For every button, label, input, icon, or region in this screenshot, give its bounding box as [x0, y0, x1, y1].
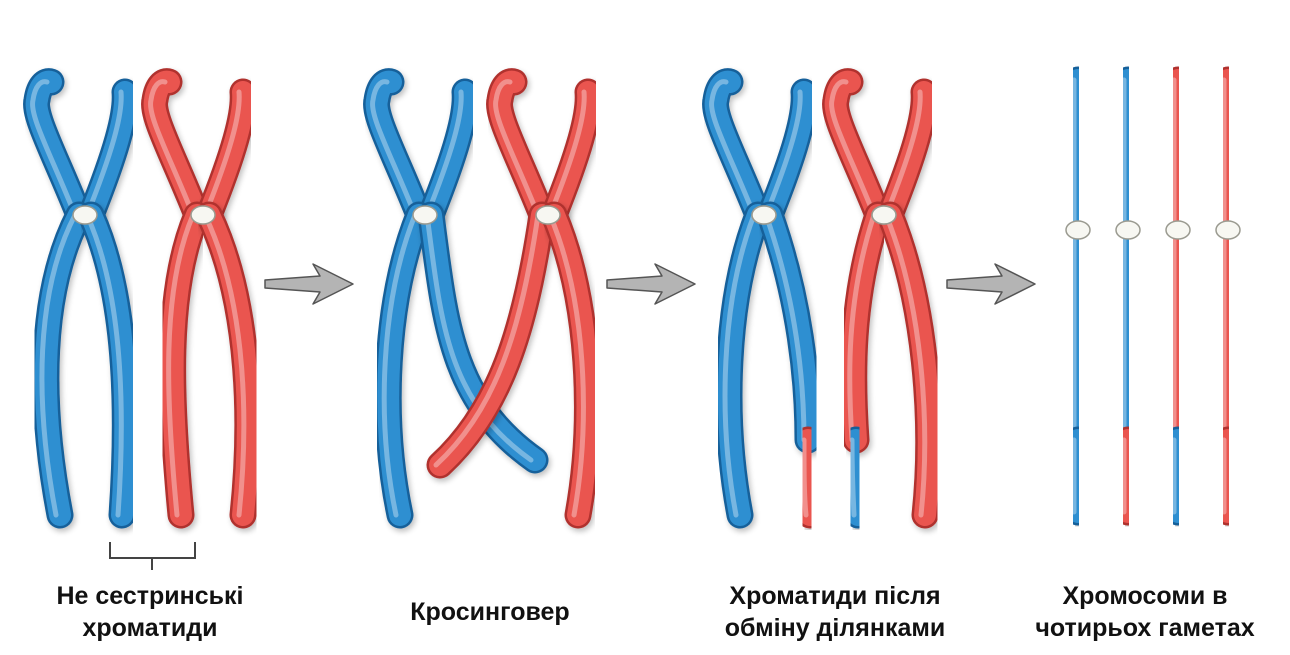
- caption-stage-1: Не сестринські хроматиди: [20, 580, 280, 644]
- caption-stage-4-line-2: чотирьох гаметах: [1020, 612, 1270, 644]
- caption-stage-1-line-1: Не сестринські: [20, 580, 280, 612]
- gamete-chromosome-4-centromere: [1216, 221, 1240, 239]
- arrow-1: [265, 264, 353, 304]
- nonsister-bracket: [110, 542, 195, 570]
- stage1-red-chromosome-lower-left-arm: [169, 215, 197, 515]
- stage1-red-chromosome-centromere: [191, 206, 215, 224]
- stage3-blue-chromosome-lower-left-arm: [725, 215, 758, 515]
- caption-stage-3: Хроматиди після обміну ділянками: [700, 580, 970, 644]
- stage2-red-chromosome-lower-right-arm: [550, 215, 587, 515]
- gamete-chromosome-3-centromere: [1166, 221, 1190, 239]
- gamete-chromosome-1-lower: [1074, 440, 1078, 512]
- gamete-chromosome-3-upper: [1174, 80, 1178, 440]
- stage-2-crossing-over: [373, 82, 589, 515]
- bracket-line: [110, 542, 195, 570]
- stage3-blue-chromosome-exchanged-segment: [804, 440, 810, 515]
- gamete-chromosome-1-centromere: [1066, 221, 1090, 239]
- gamete-chromosome-2-upper: [1124, 80, 1128, 440]
- stage3-blue-centromere-front: [752, 206, 776, 224]
- arrow-3: [947, 264, 1035, 304]
- gamete-chromosome-4-lower: [1224, 440, 1228, 512]
- stage2-blue-chromosome-upper-right-arm: [427, 92, 465, 215]
- stage3-red-chromosome-lower-right-arm: [886, 215, 929, 515]
- stage2-red-chromosome-upper-left-arm: [496, 82, 542, 215]
- caption-stage-4-line-1: Хромосоми в: [1020, 580, 1270, 612]
- stage3-blue-chromosome-upper-left-arm: [712, 82, 758, 215]
- caption-stage-2-line-1: Кросинговер: [380, 596, 600, 628]
- stage3-red-chromosome-upper-left-arm: [832, 82, 878, 215]
- stage-3-chromatids-after-exchange: [712, 82, 929, 515]
- stage2-red-chromosome-centromere: [536, 206, 560, 224]
- stage2-blue-chromosome-centromere: [413, 206, 437, 224]
- caption-stage-4: Хромосоми в чотирьох гаметах: [1020, 580, 1270, 644]
- stage-1-nonsister-chromatids: [33, 82, 248, 515]
- stage1-red-chromosome-upper-left-arm: [151, 82, 197, 215]
- stage1-blue-chromosome-centromere: [73, 206, 97, 224]
- caption-stage-2: Кросинговер: [380, 596, 600, 628]
- stage-4-chromosomes-in-gametes: [1066, 80, 1240, 512]
- stage3-red-chromosome-exchanged-segment: [852, 440, 858, 515]
- stage3-red-chromosome-upper-right-arm: [886, 92, 924, 215]
- stage3-red-centromere-front: [872, 206, 896, 224]
- stage1-red-chromosome-upper-right-arm: [205, 92, 243, 215]
- gamete-chromosome-4-upper: [1224, 80, 1228, 440]
- caption-stage-3-line-2: обміну ділянками: [700, 612, 970, 644]
- gamete-chromosome-2-lower: [1124, 440, 1128, 512]
- caption-stage-1-line-2: хроматиди: [20, 612, 280, 644]
- stage3-blue-chromosome-upper-right-arm: [766, 92, 804, 215]
- stage2-blue-chromosome-upper-left-arm: [373, 82, 419, 215]
- stage1-red-chromosome-lower-right-arm: [205, 215, 248, 515]
- stage3-red-chromosome-lower-left-arm: [850, 215, 878, 440]
- stage2-blue-chromosome-lower-left-arm: [384, 215, 419, 515]
- arrow-2: [607, 264, 695, 304]
- gamete-chromosome-2-centromere: [1116, 221, 1140, 239]
- stage1-blue-chromosome-lower-left-arm: [42, 215, 79, 515]
- stage2-red-chromosome-upper-right-arm: [550, 92, 588, 215]
- stage1-blue-chromosome-lower-right-arm: [87, 215, 125, 515]
- stage3-blue-chromosome-lower-right-arm: [766, 215, 808, 440]
- gamete-chromosome-1-upper: [1074, 80, 1078, 440]
- stage1-blue-chromosome-upper-right-arm: [87, 92, 125, 215]
- caption-stage-3-line-1: Хроматиди після: [700, 580, 970, 612]
- stage1-blue-chromosome-upper-left-arm: [33, 82, 79, 215]
- gamete-chromosome-3-lower: [1174, 440, 1178, 512]
